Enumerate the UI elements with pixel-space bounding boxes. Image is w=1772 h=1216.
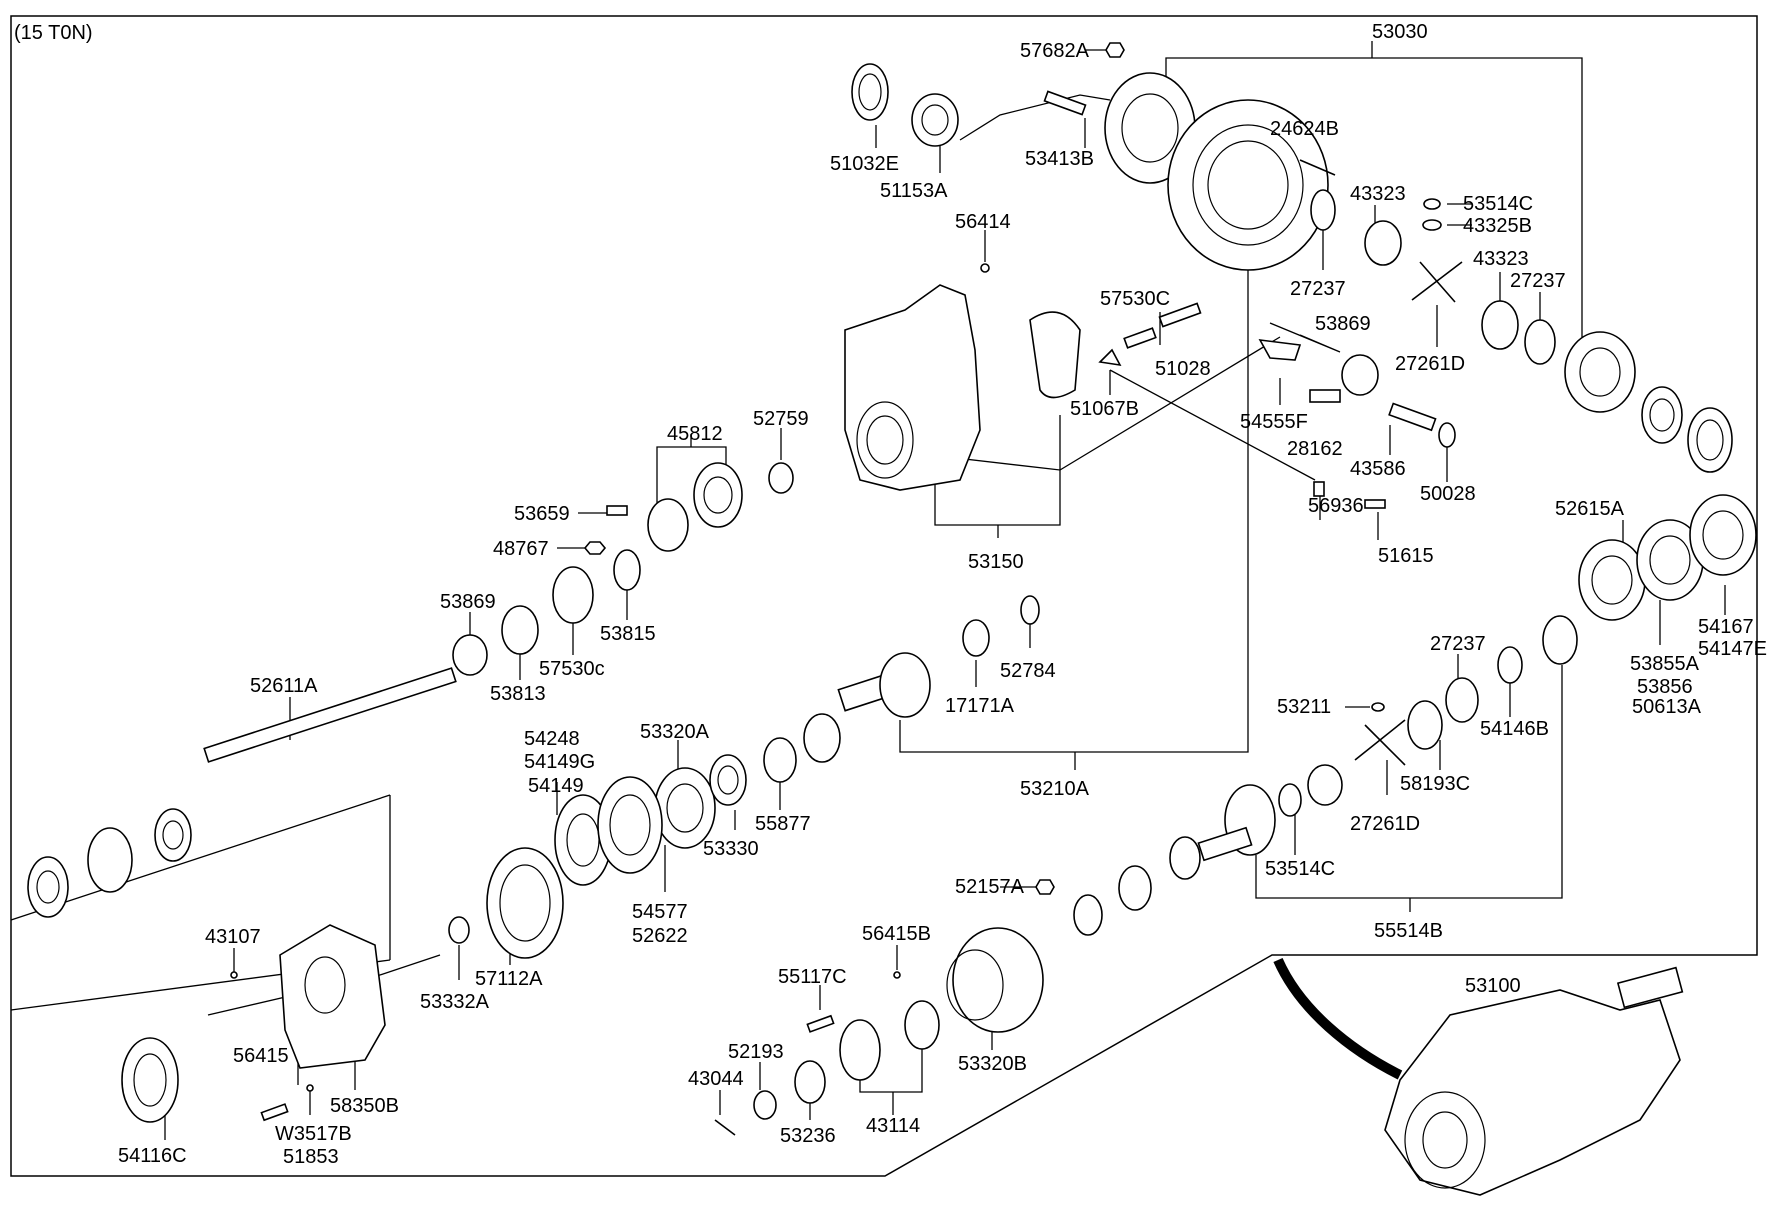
part-label: 51067B [1070,398,1139,420]
part-label: 53320A [640,721,710,743]
part-label: 53320B [958,1053,1027,1075]
part-label: 56415B [862,923,931,945]
part-label: 52611A [250,675,318,697]
part-shapes [27,42,1757,1196]
part-label: 56936 [1308,495,1364,517]
part-label: 53856 [1637,676,1693,698]
part-label: 53150 [968,551,1024,573]
part-label: 43586 [1350,458,1406,480]
part-label: W3517B [275,1123,352,1145]
part-label: 54116C [118,1145,187,1167]
part-label: 45812 [667,423,723,445]
part-label: 27261D [1350,813,1420,835]
part-label: 57112A [475,968,543,990]
part-label: 52193 [728,1041,784,1063]
part-label: 53211 [1277,696,1331,718]
part-label: 27237 [1510,270,1566,292]
part-label: 53236 [780,1125,836,1147]
part-label: 43323 [1473,248,1529,270]
part-label: 50613A [1632,696,1702,718]
part-label: 53514C [1265,858,1335,880]
part-label: 53330 [703,838,759,860]
part-label: 57682A [1020,40,1090,62]
part-label: 54147E [1698,638,1767,660]
part-label: 53332A [420,991,490,1013]
part-label: 54555F [1240,411,1308,433]
part-label: 54149G [524,751,595,773]
part-label: 53030 [1372,21,1428,43]
part-label: 55877 [755,813,811,835]
part-label: 54248 [524,728,580,750]
part-label: 56414 [955,211,1011,233]
variant-label: (15 T0N) [14,22,93,44]
part-label: 56415 [233,1045,289,1067]
part-label: 52615A [1555,498,1625,520]
part-label: 54149 [528,775,584,797]
part-label: 43044 [688,1068,744,1090]
part-label: 52157A [955,876,1025,898]
part-label: 53869 [440,591,496,613]
leader-lines [10,41,1726,1140]
part-label: 27261D [1395,353,1465,375]
part-label: 53210A [1020,778,1090,800]
part-label: 27237 [1430,633,1486,655]
part-number-labels: 53030 57682A 51032E 51153A 53413B 24624B 43323… [118,21,1767,1168]
part-label: 55514B [1374,920,1443,942]
part-label: 48767 [493,538,549,560]
part-label: 57530C [1100,288,1170,310]
part-label: 43323 [1350,183,1406,205]
part-label: 53100 [1465,975,1521,997]
part-label: 52622 [632,925,688,947]
part-label: 17171A [945,695,1015,717]
part-label: 54167 [1698,616,1754,638]
part-label: 51853 [283,1146,339,1168]
part-label: 50028 [1420,483,1476,505]
part-label: 53855A [1630,653,1700,675]
part-label: 43107 [205,926,261,948]
part-label: 27237 [1290,278,1346,300]
part-label: 43325B [1463,215,1532,237]
part-label: 53869 [1315,313,1371,335]
part-label: 51615 [1378,545,1434,567]
part-label: 43114 [866,1115,920,1137]
part-label: 51153A [880,180,948,202]
part-label: 24624B [1270,118,1339,140]
part-label: 28162 [1287,438,1343,460]
part-label: 58350B [330,1095,399,1117]
part-label: 53514C [1463,193,1533,215]
part-label: 53815 [600,623,656,645]
part-label: 53659 [514,503,570,525]
part-label: 54577 [632,901,688,923]
part-label: 51028 [1155,358,1211,380]
part-label: 55117C [778,966,847,988]
part-label: 54146B [1480,718,1549,740]
part-label: 53813 [490,683,546,705]
diagram-frame [10,15,1758,1177]
part-label: 53413B [1025,148,1094,170]
part-label: 52784 [1000,660,1056,682]
part-label: 58193C [1400,773,1470,795]
part-label: 57530c [539,658,605,680]
part-label: 52759 [753,408,809,430]
part-label: 51032E [830,153,899,175]
